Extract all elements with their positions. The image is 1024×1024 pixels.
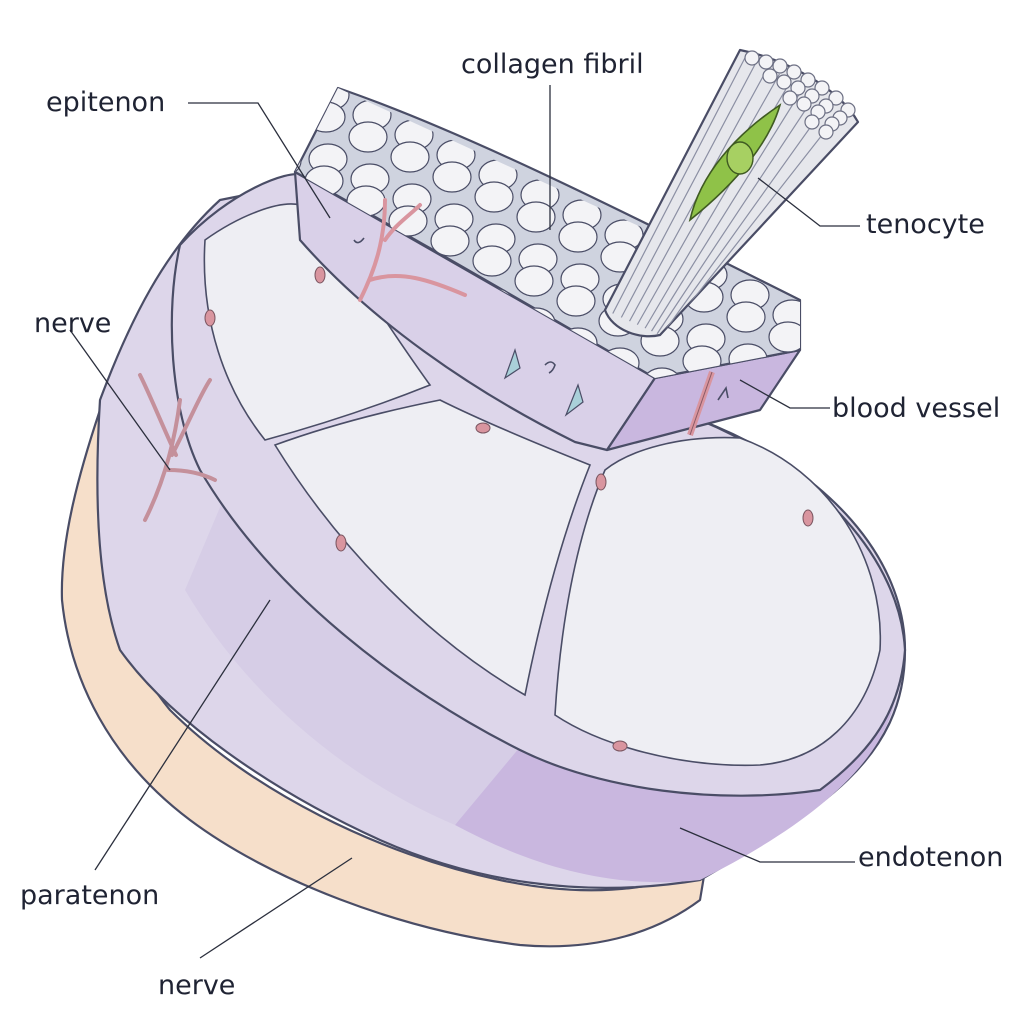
label-nerve-top: nerve [34, 308, 111, 339]
fascicle-right [554, 436, 882, 767]
label-epitenon: epitenon [46, 87, 165, 118]
fibril-end [786, 64, 802, 80]
fibril-cross-section [432, 161, 472, 193]
fibril-end [814, 80, 830, 96]
fibril-cross-section [556, 285, 596, 317]
fibril-cross-section [348, 121, 388, 153]
fascicle-left [203, 203, 432, 441]
fibril-cross-section [430, 225, 470, 257]
fibril-end [762, 68, 778, 84]
fibril-ends [744, 50, 856, 140]
fibril-cross-section [388, 205, 428, 237]
fibril-end [796, 96, 812, 112]
tendon-top-face [170, 173, 907, 797]
fibril-end [772, 58, 788, 74]
fibril-cross-section [390, 141, 430, 173]
fibril-end [818, 124, 834, 140]
label-paratenon: paratenon [20, 880, 159, 911]
fibril-cross-section [514, 265, 554, 297]
fibril-end [744, 50, 760, 66]
label-endotenon: endotenon [858, 842, 1003, 873]
label-nerve-bottom: nerve [158, 970, 235, 1001]
fibril-cross-section [295, 123, 306, 155]
paratenon-layer [60, 408, 707, 948]
label-collagen-fibril: collagen fibril [461, 49, 644, 80]
leader-lines [69, 85, 860, 959]
fibril-end [804, 114, 820, 130]
fascicle-middle [273, 399, 592, 697]
fibril-cross-section [558, 221, 598, 253]
fibril-cross-section [516, 201, 556, 233]
label-blood-vessel: blood vessel [832, 393, 1000, 424]
fibril-cross-section [726, 301, 766, 333]
label-tenocyte: tenocyte [866, 209, 985, 240]
fibril-end [790, 80, 806, 96]
fibril-end [800, 72, 816, 88]
fibril-end [776, 74, 792, 90]
fibril-cross-section [768, 321, 800, 353]
nerve-branch-side [138, 373, 217, 522]
fibril-end [782, 90, 798, 106]
fibril-cross-section [295, 145, 302, 177]
fibril-end [758, 54, 774, 70]
fibril-cross-section [472, 245, 512, 277]
fibril-cross-section [306, 101, 346, 133]
fibril-bundle [603, 48, 860, 338]
fibril-end [828, 90, 844, 106]
fibril-cross-section [474, 181, 514, 213]
